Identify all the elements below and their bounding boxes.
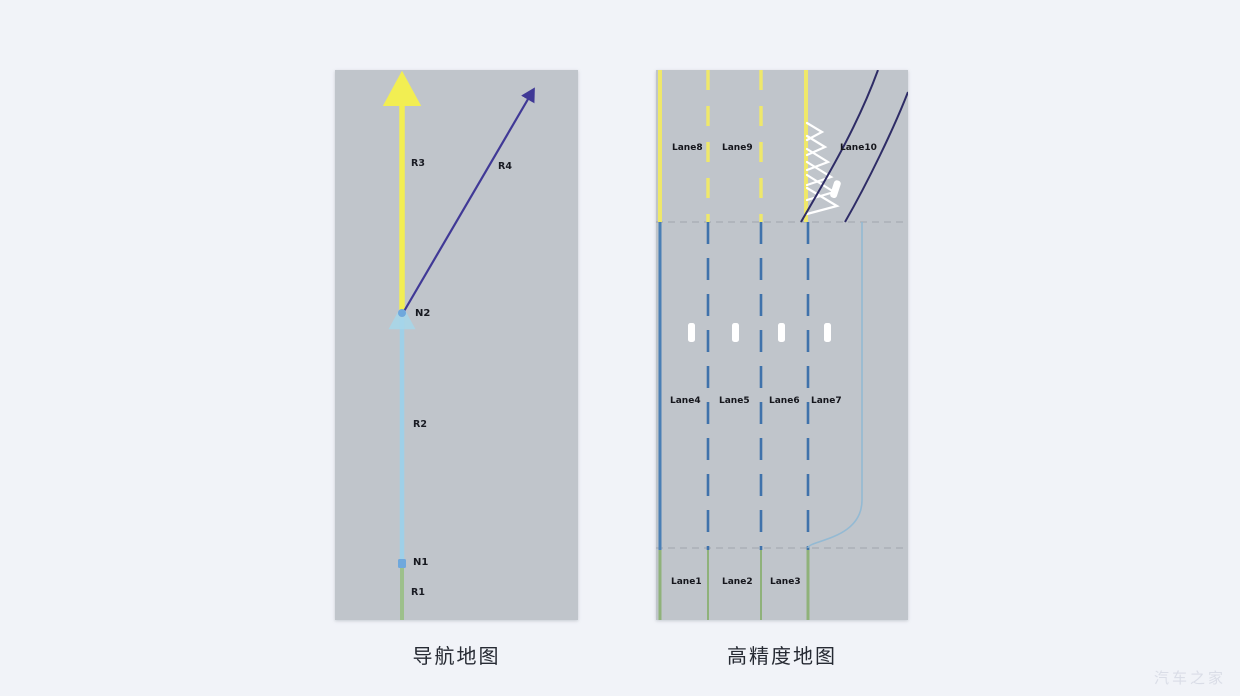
- node-N1-label: N1: [413, 557, 428, 568]
- lane-label-lane8: Lane8: [672, 143, 703, 153]
- hd-lower-section: Lane1 Lane2 Lane3: [658, 548, 810, 620]
- road-R4-group: R4: [402, 87, 535, 314]
- road-R2-label: R2: [413, 419, 427, 430]
- lane-label-lane6: Lane6: [769, 396, 800, 406]
- ramp-road-marker: [830, 180, 841, 199]
- road-marker-3: [824, 323, 831, 342]
- node-N2-label: N2: [415, 308, 430, 319]
- nav-map-caption: 导航地图: [412, 644, 501, 668]
- hd-map-panel: Lane1 Lane2 Lane3: [656, 70, 908, 620]
- gore-chevrons: [805, 121, 840, 216]
- lane-label-lane5: Lane5: [719, 396, 750, 406]
- nav-map-panel: R1 R2 N1 R3 R4: [335, 70, 578, 620]
- road-R1-group: R1: [400, 564, 425, 620]
- node-N2-marker: [398, 309, 406, 317]
- gore-chevron-0: [805, 121, 825, 142]
- node-N1-group: N1: [398, 557, 428, 568]
- road-R3-label: R3: [411, 158, 425, 169]
- road-R2-group: R2: [388, 304, 427, 563]
- lane-label-lane3: Lane3: [770, 577, 801, 587]
- lane-label-lane9: Lane9: [722, 143, 753, 153]
- hd-middle-section: Lane4 Lane5 Lane6 Lane7: [658, 222, 863, 550]
- hd-map-caption: 高精度地图: [727, 644, 837, 668]
- lane-label-lane2: Lane2: [722, 577, 753, 587]
- hd-upper-section: Lane8 Lane9 Lane10: [658, 70, 908, 223]
- ramp-line-left: [800, 70, 879, 223]
- road-marker-0: [688, 323, 695, 342]
- node-N1-marker: [398, 559, 406, 568]
- watermark: 汽车之家: [1153, 669, 1226, 687]
- gore-chevron-3: [805, 160, 834, 187]
- road-R4-line: [402, 87, 535, 314]
- road-marker-2: [778, 323, 785, 342]
- ramp-line-right: [844, 91, 908, 223]
- gore-chevron-1: [805, 134, 828, 157]
- node-N2-group: N2: [398, 308, 430, 319]
- lane-label-lane4: Lane4: [670, 396, 701, 406]
- lane-label-lane7: Lane7: [811, 396, 842, 406]
- road-R4-label: R4: [498, 161, 512, 172]
- road-R1-label: R1: [411, 587, 425, 598]
- gore-chevron-2: [805, 147, 831, 172]
- lane-label-lane1: Lane1: [671, 577, 702, 587]
- lane-label-lane10: Lane10: [840, 143, 877, 153]
- road-R3-group: R3: [382, 70, 425, 313]
- hd-map-svg: Lane1 Lane2 Lane3: [656, 70, 908, 620]
- nav-map-svg: R1 R2 N1 R3 R4: [382, 70, 535, 620]
- lane-line-blue-ramp-edge: [807, 222, 863, 549]
- road-marker-1: [732, 323, 739, 342]
